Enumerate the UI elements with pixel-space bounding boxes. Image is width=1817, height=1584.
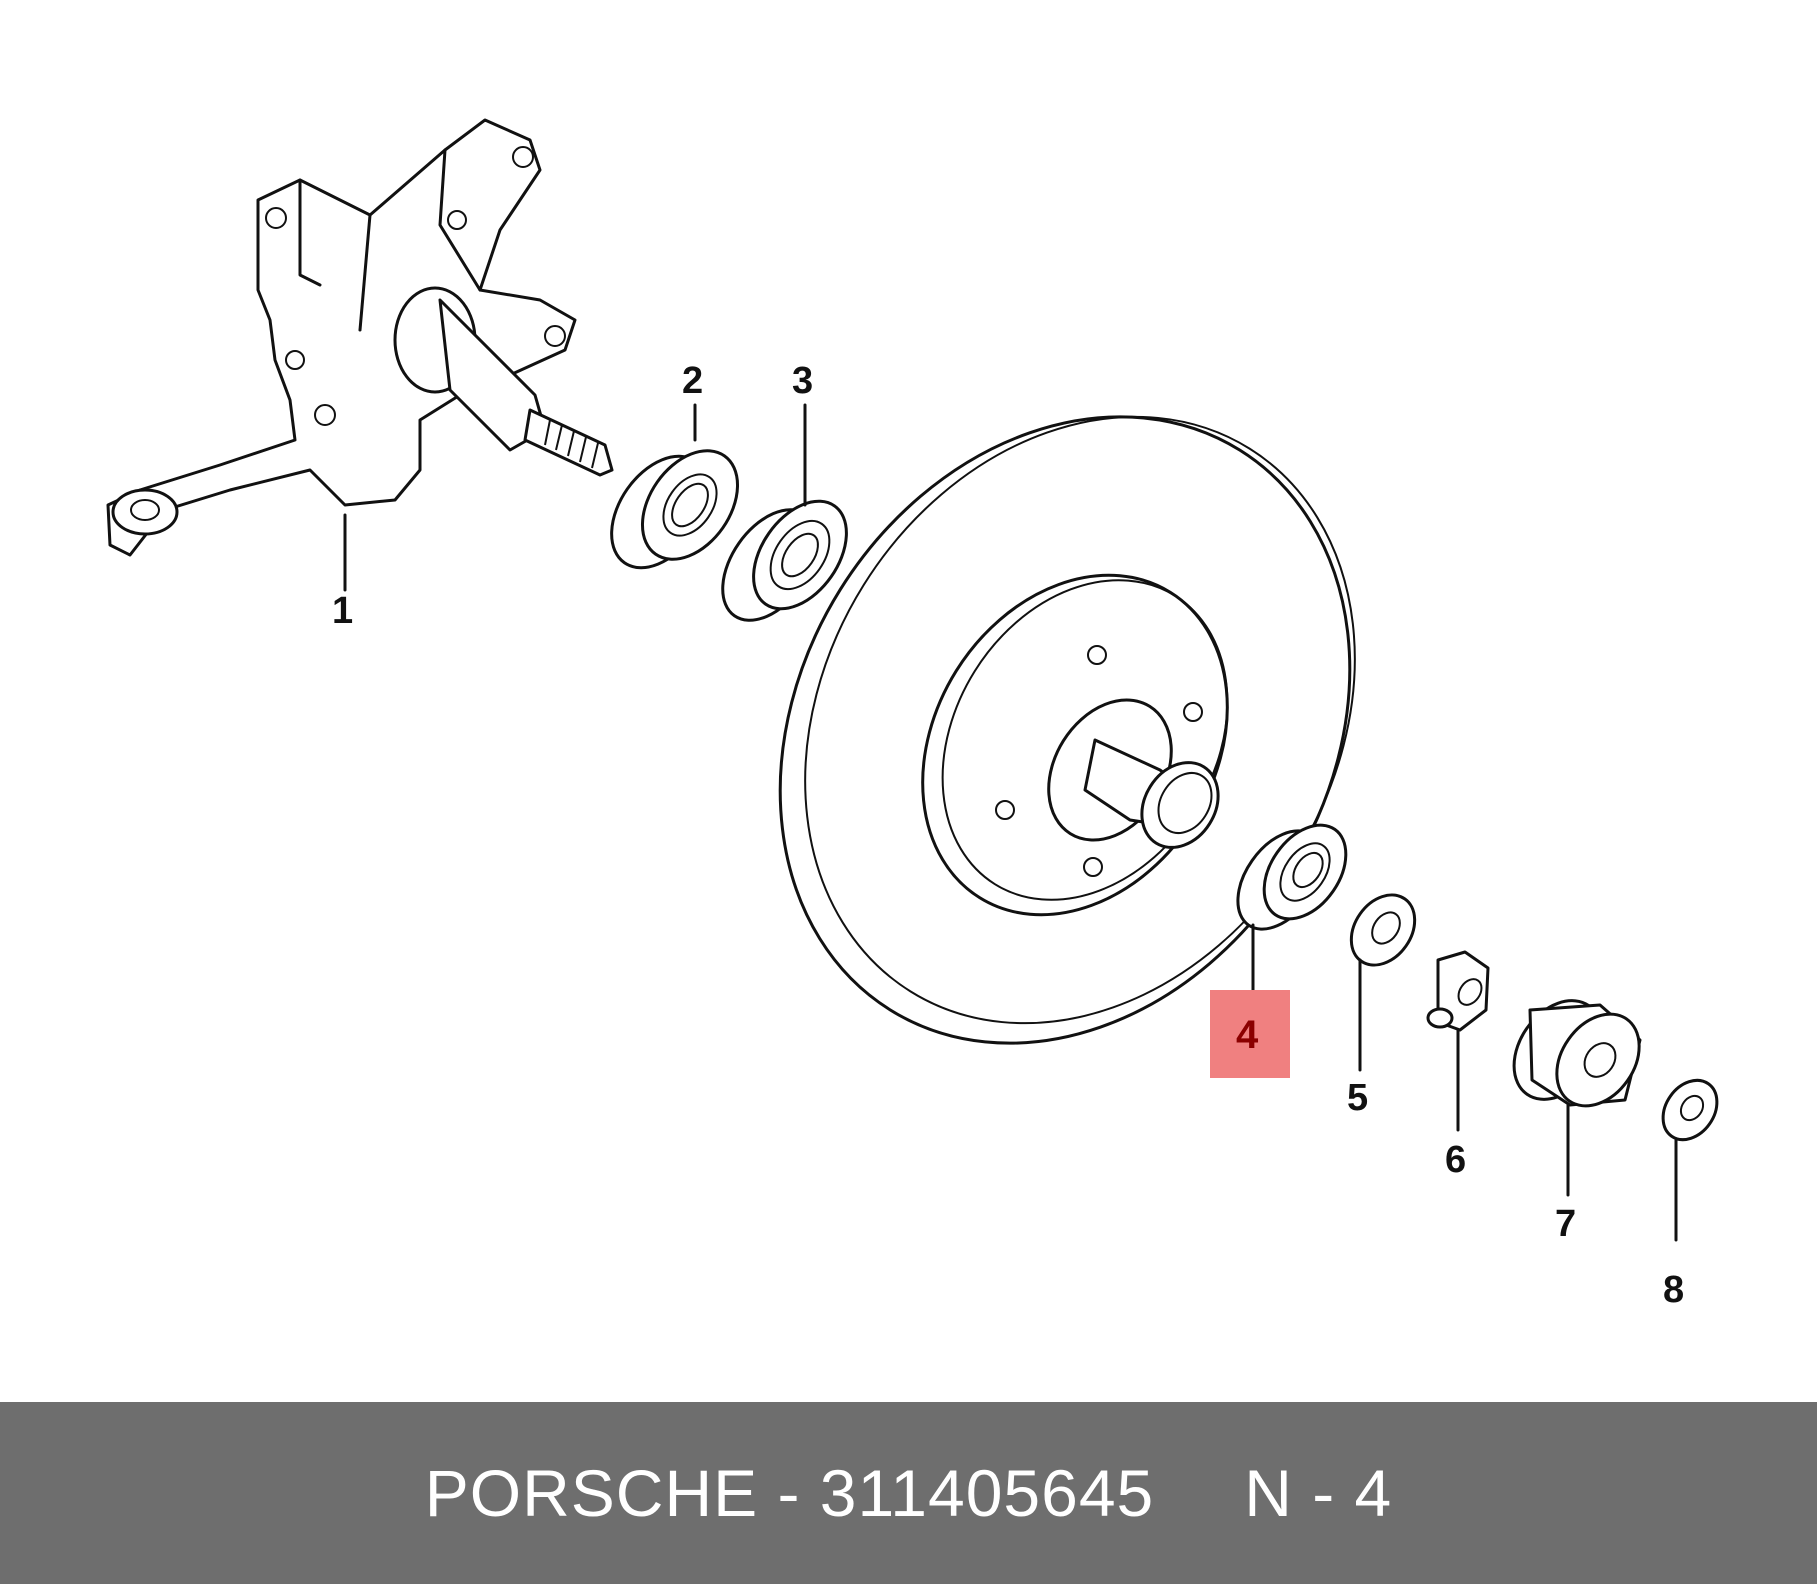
grease-cap-part: [1512, 999, 1642, 1197]
clamp-nut-part: [1426, 950, 1490, 1132]
callout-1: 1: [332, 590, 353, 632]
callout-6: 6: [1445, 1139, 1466, 1181]
circlip-part: [1661, 1078, 1719, 1242]
callout-4: 4: [1236, 1013, 1259, 1057]
diagram-reference: N - 4: [1244, 1456, 1393, 1530]
brand-part-number: PORSCHE - 311405645: [424, 1456, 1155, 1530]
callout-5: 5: [1347, 1077, 1368, 1119]
outer-bearing-part: [1236, 823, 1348, 1017]
callout-8: 8: [1663, 1269, 1684, 1311]
inner-bearing-part: [721, 403, 848, 622]
steering-knuckle-part: [106, 118, 614, 592]
seal-part: [610, 403, 740, 570]
exploded-parts-diagram: 1 2 3 4 5 6 7 8: [106, 118, 1719, 1311]
callout-2: 2: [682, 360, 703, 402]
highlight-box: [1210, 990, 1290, 1078]
part-number-footer: PORSCHE - 311405645 N - 4: [0, 1402, 1817, 1584]
brake-disc-part: [778, 415, 1356, 1045]
callout-7: 7: [1555, 1203, 1576, 1245]
footer-caption: PORSCHE - 311405645 N - 4: [425, 1455, 1393, 1531]
thrust-washer-part: [1349, 893, 1417, 1072]
callout-3: 3: [792, 360, 813, 402]
